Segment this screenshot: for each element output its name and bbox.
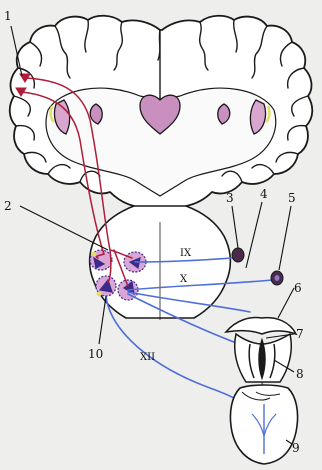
label-5: 5 [288,191,296,205]
epiglottis [226,318,296,334]
nucleus-spot-2 [97,292,102,297]
leader-2 [20,206,108,250]
leader-5 [279,206,291,270]
nerve-label-ix: IX [180,248,192,259]
ganglion-3 [232,248,244,262]
nerve-label-x: X [180,274,188,285]
leader-10 [99,296,106,344]
nerve-label-xii: XII [140,352,155,363]
label-1: 1 [4,9,12,23]
label-9: 9 [292,441,300,455]
label-6: 6 [294,281,302,295]
label-2: 2 [4,199,12,213]
tongue [230,385,297,464]
label-8: 8 [296,367,304,381]
label-7: 7 [296,327,304,341]
label-4: 4 [260,187,268,201]
ganglia [232,248,283,285]
label-10: 10 [88,347,103,361]
larynx [226,318,296,382]
glottis [259,340,265,378]
leader-6 [278,288,294,318]
label-3: 3 [226,191,234,205]
nucleus-spot-1 [92,252,97,257]
leader-3 [232,206,238,248]
leader-4 [246,202,262,268]
ganglion-5-inner [275,275,280,281]
